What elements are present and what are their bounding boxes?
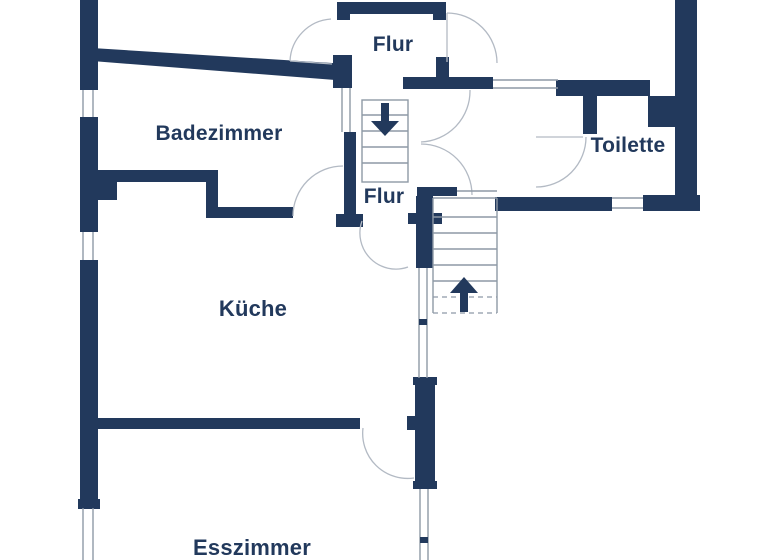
wall-segment xyxy=(436,57,449,79)
door-kueche-esszimmer xyxy=(362,427,415,480)
wall-segment-diagonal xyxy=(92,48,348,81)
wall-segment xyxy=(333,55,352,88)
wall-segment xyxy=(206,172,218,218)
wall-segment xyxy=(93,170,218,182)
walls-layer xyxy=(78,0,700,509)
wall-segment xyxy=(407,416,416,430)
window xyxy=(418,268,428,378)
wall-segment xyxy=(413,481,437,489)
staircase-upper xyxy=(361,99,409,183)
room-label-esszimmer: Esszimmer xyxy=(193,535,311,560)
wall-segment xyxy=(337,2,350,20)
wall-segment xyxy=(495,197,612,211)
windows-layer xyxy=(82,79,643,560)
door-toilette xyxy=(535,136,587,188)
wall-segment xyxy=(344,132,356,214)
wall-segment xyxy=(648,96,675,127)
room-label-badezimmer: Badezimmer xyxy=(155,122,283,145)
door-double-corridor xyxy=(420,89,473,196)
window xyxy=(493,79,558,89)
wall-segment xyxy=(80,117,98,232)
staircase-lower xyxy=(432,190,498,314)
wall-segment xyxy=(336,214,363,227)
window xyxy=(419,489,429,560)
window xyxy=(341,88,351,132)
window xyxy=(82,90,94,117)
wall-segment xyxy=(206,207,293,218)
room-label-toilette: Toilette xyxy=(590,134,666,157)
wall-segment xyxy=(643,195,700,211)
wall-segment xyxy=(80,260,98,508)
wall-segment xyxy=(403,77,493,89)
window xyxy=(82,508,94,560)
wall-segment xyxy=(415,378,435,488)
wall-segment xyxy=(78,499,100,509)
window xyxy=(82,232,94,260)
wall-segment xyxy=(417,187,457,196)
room-label-flur-middle: Flur xyxy=(363,185,405,208)
wall-segment xyxy=(93,170,117,200)
door-flur-kueche xyxy=(359,220,409,270)
wall-segment xyxy=(556,80,650,96)
door-top-flur-right xyxy=(446,12,498,64)
wall-segment xyxy=(675,0,697,211)
wall-segment xyxy=(408,213,442,224)
door-badezimmer xyxy=(292,165,344,217)
wall-segment xyxy=(413,377,437,385)
doors-layer xyxy=(289,12,587,480)
room-label-kueche: Küche xyxy=(218,296,288,321)
wall-segment xyxy=(93,418,360,429)
window xyxy=(612,197,643,209)
wall-segment xyxy=(583,96,597,134)
door-top-flur-left xyxy=(289,18,333,65)
wall-segment xyxy=(416,196,433,268)
stairs-down-arrow-icon xyxy=(371,103,399,136)
stairs-up-arrow-icon xyxy=(450,277,478,312)
wall-segment xyxy=(337,2,446,14)
room-label-flur-top: Flur xyxy=(372,33,414,56)
wall-segment xyxy=(80,0,98,90)
wall-segment xyxy=(433,2,446,20)
